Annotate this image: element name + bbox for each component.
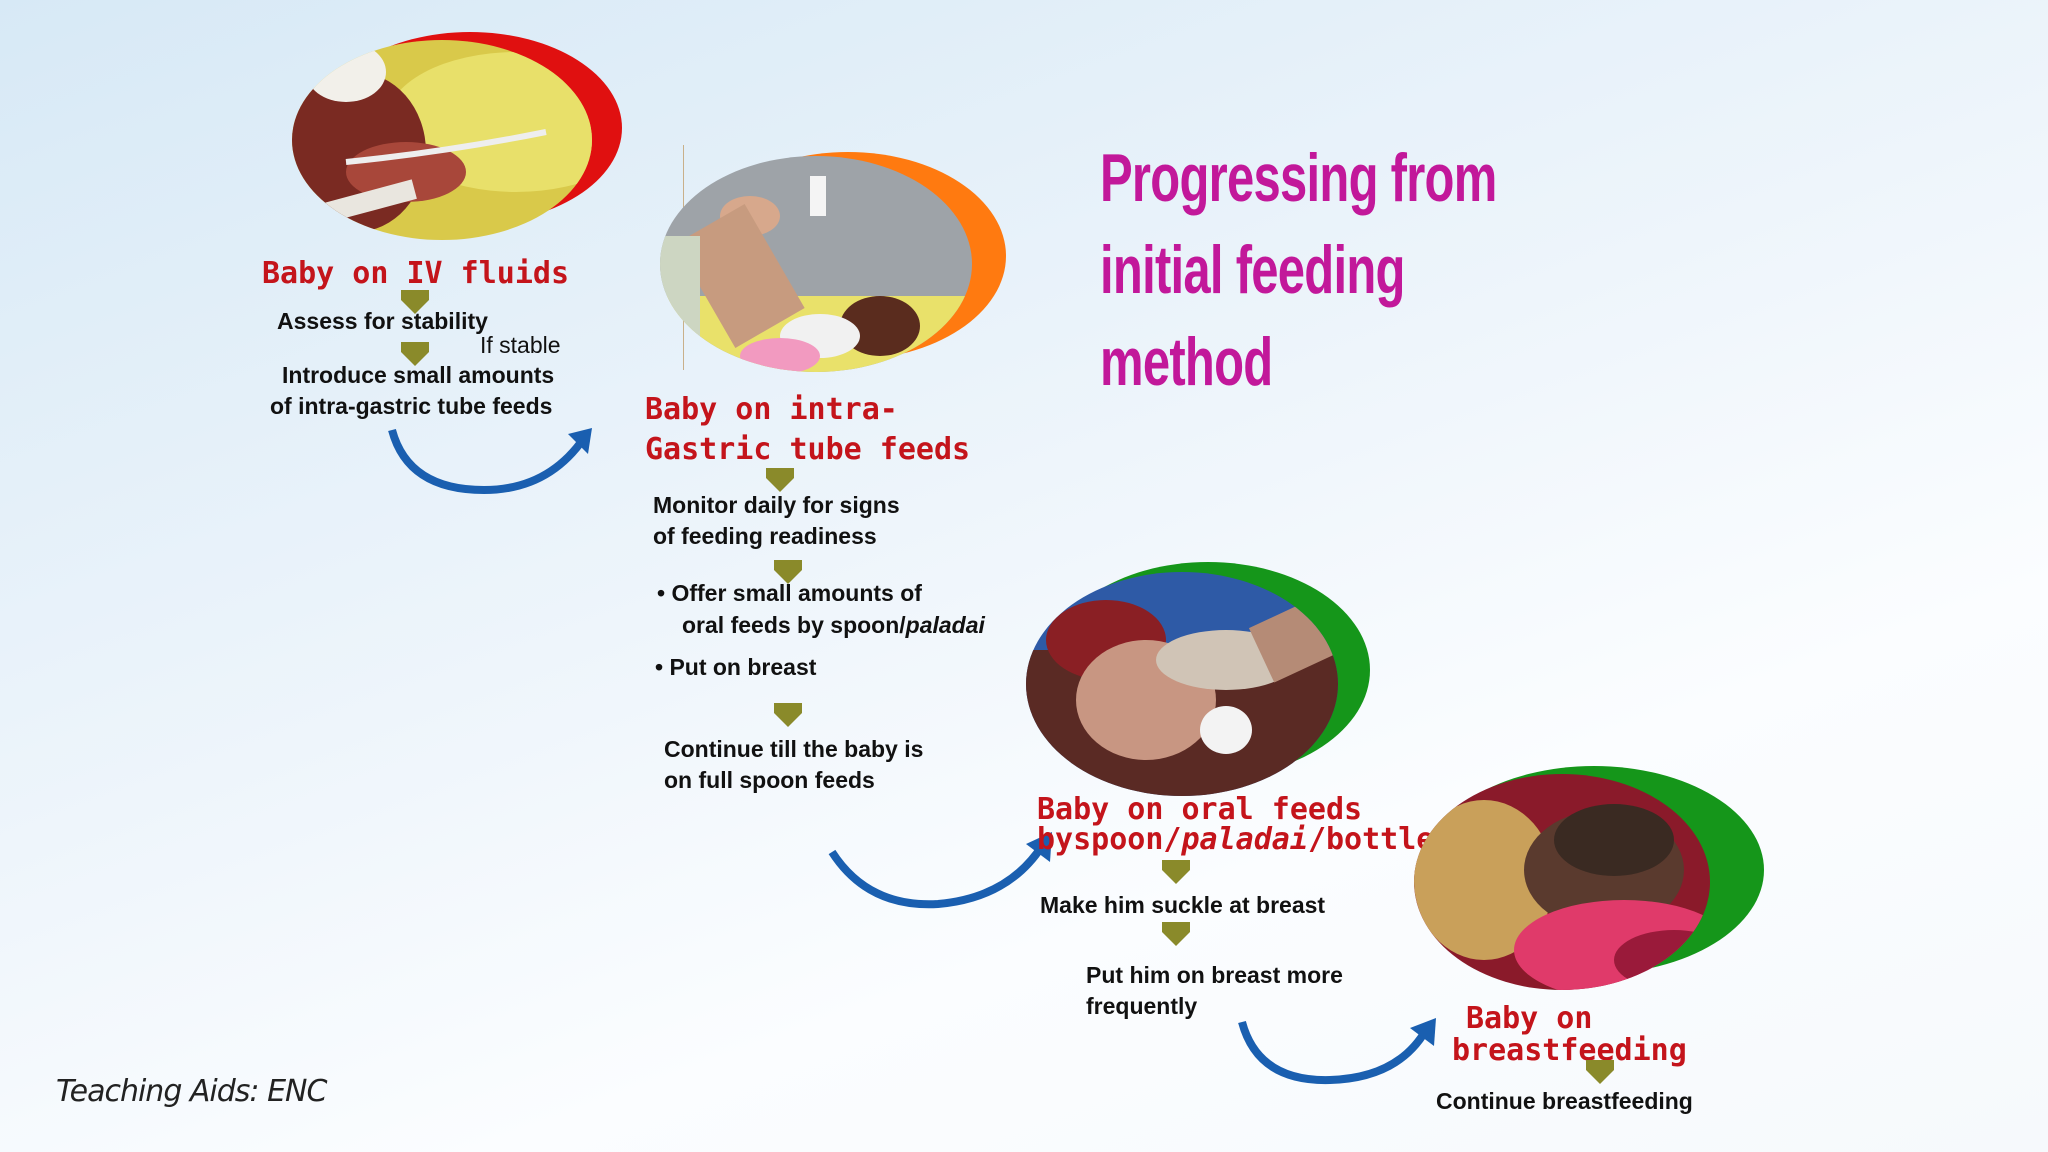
step-continue-spoon-2: on full spoon feeds (664, 767, 875, 793)
down-arrow-icon (774, 560, 802, 584)
step-continue-spoon-1: Continue till the baby is (664, 736, 924, 762)
curved-arrow-icon (828, 832, 1052, 909)
step-offer-oral-feeds-2-paladai: paladai (905, 612, 985, 638)
down-arrow-icon (1162, 922, 1190, 946)
stage-tube-heading-2: Gastric tube feeds (645, 432, 971, 467)
down-arrow-icon (401, 290, 429, 314)
step-introduce-tube-feeds-1: Introduce small amounts (282, 362, 555, 388)
curved-arrow-icon (388, 428, 592, 495)
down-arrow-icon (1586, 1060, 1614, 1084)
stage-breast-heading-1: Baby on (1466, 1001, 1593, 1036)
step-suckle-at-breast: Make him suckle at breast (1040, 892, 1326, 918)
footer-credit: Teaching Aids: ENC (56, 1074, 327, 1109)
stage-iv-heading: Baby on IV fluids (262, 256, 570, 291)
stage-oral-heading-2b: paladai (1181, 822, 1308, 857)
step-offer-oral-feeds-2-text: oral feeds by spoon/ (682, 612, 906, 638)
step-offer-oral-feeds-1: • Offer small amounts of (657, 580, 922, 606)
step-introduce-tube-feeds-2: of intra-gastric tube feeds (270, 393, 553, 419)
step-monitor-readiness-2: of feeding readiness (653, 523, 877, 549)
baby-on-iv-photo (292, 32, 622, 240)
step-monitor-readiness-1: Monitor daily for signs (653, 492, 900, 518)
baby-tube-feed-photo (660, 152, 1006, 372)
stage-oral-heading-2a: byspoon/ (1037, 822, 1182, 857)
step-assess-stability: Assess for stability (277, 308, 488, 334)
slide-title-line1: Progressing from initial feeding (1100, 140, 1497, 308)
stage-oral-heading-2c: /bottle (1307, 822, 1435, 857)
step-breast-more-frequently-1: Put him on breast more (1086, 962, 1343, 988)
down-arrow-icon (401, 342, 429, 366)
step-put-on-breast: • Put on breast (655, 654, 817, 680)
slide-title-line2: method (1100, 324, 1273, 400)
step-continue-breastfeeding: Continue breastfeeding (1436, 1088, 1693, 1114)
baby-oral-feed-photo (1026, 562, 1370, 796)
stage-tube-heading-1: Baby on intra- (645, 392, 898, 427)
stage-oral-heading-1: Baby on oral feeds (1037, 792, 1363, 827)
baby-breastfeeding-photo (1414, 766, 1764, 990)
down-arrow-icon (766, 468, 794, 492)
curved-arrow-icon (1238, 1018, 1436, 1085)
down-arrow-icon (1162, 860, 1190, 884)
down-arrow-icon (774, 703, 802, 727)
step-if-stable: If stable (480, 332, 561, 358)
step-breast-more-frequently-2: frequently (1086, 993, 1198, 1019)
step-offer-oral-feeds-2: oral feeds by spoon/paladai (682, 610, 985, 641)
stage-oral-heading-2: byspoon/paladai/bottle (1037, 820, 1434, 860)
stage-breast-heading-2: breastfeeding (1452, 1033, 1687, 1068)
slide-title: Progressing from initial feeding method (1100, 132, 1604, 408)
